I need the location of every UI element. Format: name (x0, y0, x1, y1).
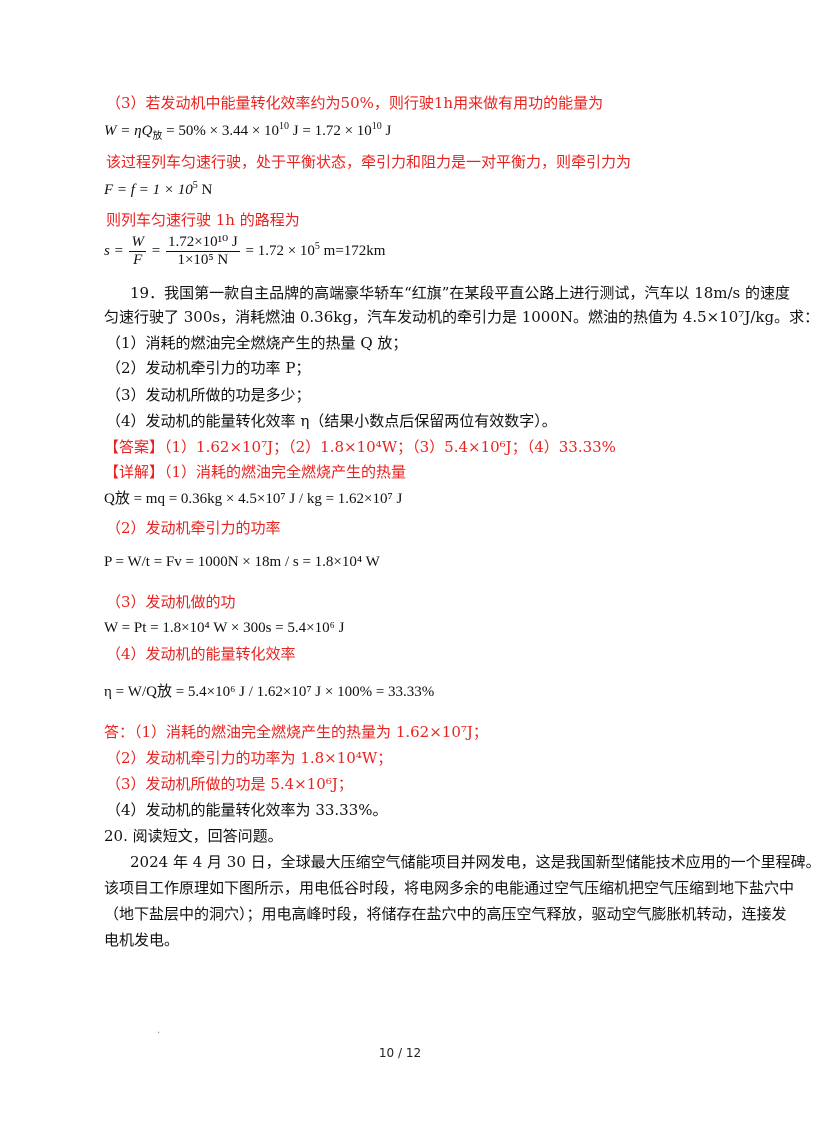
equation-power: P = W/t = Fv = 1000N × 18m / s = 1.8×10⁴… (104, 554, 380, 570)
distance-intro-line: 则列车匀速行驶 1h 的路程为 (106, 211, 300, 229)
q19-sub2: （2）发动机牵引力的功率 P； (106, 359, 311, 377)
q19-final-answer-2: （2）发动机牵引力的功率为 1.8×10⁴W； (106, 749, 393, 767)
balance-force-line: 该过程列车匀速行驶，处于平衡状态，牵引力和阻力是一对平衡力，则牵引力为 (106, 153, 632, 171)
q20-paragraph-line4: 电机发电。 (104, 931, 180, 949)
q19-stem-line1: 19．我国第一款自主品牌的高端豪华轿车“红旗”在某段平直公路上进行测试，汽车以 … (130, 284, 791, 302)
q19-final-answer-1: 答：（1）消耗的燃油完全燃烧产生的热量为 1.62×10⁷J； (104, 723, 488, 741)
equation-useful-work: W = ηQ放 = 50% × 3.44 × 1010 J = 1.72 × 1… (104, 121, 392, 142)
q20-paragraph-line3: （地下盐层中的洞穴）；用电高峰时段，将储存在盐穴中的高压空气释放，驱动空气膨胀机… (104, 905, 787, 923)
q19-stem-line2: 匀速行驶了 300s，消耗燃油 0.36kg，汽车发动机的牵引力是 1000N。… (104, 308, 820, 326)
q20-paragraph-line2: 该项目工作原理如下图所示，用电低谷时段，将电网多余的电能通过空气压缩机把空气压缩… (104, 879, 795, 897)
step3-efficiency-line: （3）若发动机中能量转化效率约为50%，则行驶1h用来做有用功的能量为 (106, 94, 604, 112)
q19-detail-power: （2）发动机牵引力的功率 (106, 519, 281, 537)
q20-paragraph-line1: 2024 年 4 月 30 日，全球最大压缩空气储能项目并网发电，这是我国新型储… (130, 853, 821, 871)
q19-sub4: （4）发动机的能量转化效率 η（结果小数点后保留两位有效数字）。 (106, 412, 557, 430)
stray-dot: . (157, 1025, 161, 1036)
q19-detail-work: （3）发动机做的功 (106, 593, 236, 611)
equation-work: W = Pt = 1.8×10⁴ W × 300s = 5.4×10⁶ J (104, 620, 345, 636)
equation-heat: Q放 = mq = 0.36kg × 4.5×10⁷ J / kg = 1.62… (104, 491, 403, 507)
equation-traction-force: F = f = 1 × 105 N (104, 180, 213, 199)
q19-final-answer-4: （4）发动机的能量转化效率为 33.33%。 (106, 801, 388, 819)
q19-sub3: （3）发动机所做的功是多少； (106, 386, 311, 404)
q20-title: 20. 阅读短文，回答问题。 (104, 827, 283, 845)
q19-final-answer-3: （3）发动机所做的功是 5.4×10⁶J； (106, 775, 353, 793)
page-number: 10 / 12 (378, 1046, 422, 1060)
q19-answer: 【答案】（1）1.62×10⁷J；（2）1.8×10⁴W；（3）5.4×10⁶J… (104, 438, 616, 456)
q19-detail-efficiency: （4）发动机的能量转化效率 (106, 645, 296, 663)
q19-sub1: （1）消耗的燃油完全燃烧产生的热量 Q 放； (106, 334, 408, 352)
q19-detail-heading: 【详解】（1）消耗的燃油完全燃烧产生的热量 (104, 463, 407, 481)
equation-efficiency: η = W/Q放 = 5.4×10⁶ J / 1.62×10⁷ J × 100%… (104, 684, 435, 700)
document-page: （3）若发动机中能量转化效率约为50%，则行驶1h用来做有用功的能量为 W = … (104, 94, 821, 1060)
